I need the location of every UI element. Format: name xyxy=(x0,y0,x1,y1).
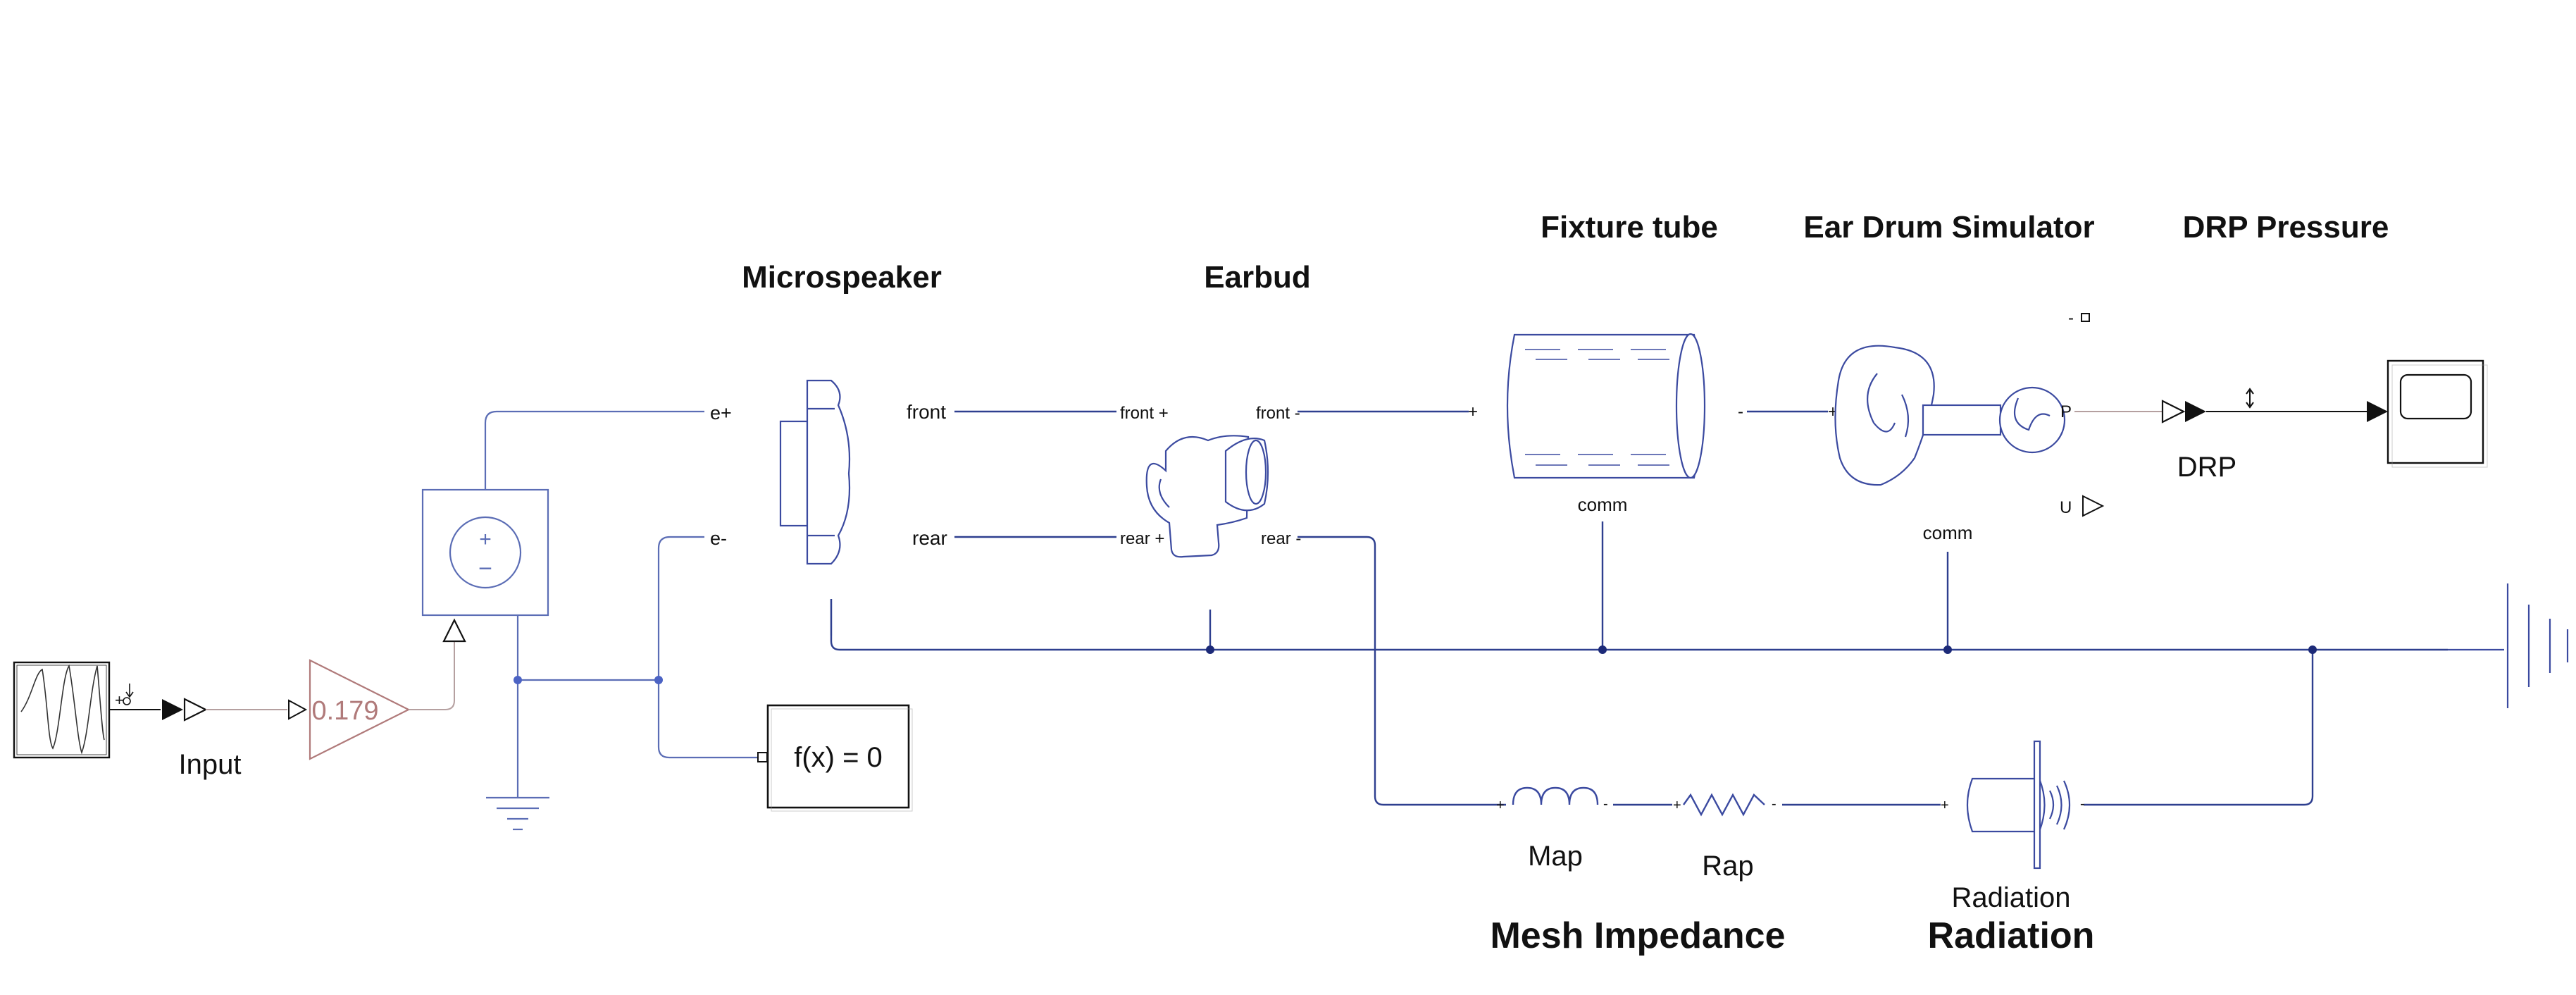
rap-minus-port: - xyxy=(1772,796,1777,812)
radiation-label: Radiation xyxy=(1951,882,2070,913)
scope-block[interactable] xyxy=(2387,359,2488,468)
fixture-tube-block[interactable] xyxy=(1506,333,1706,479)
tube-comm-port: comm xyxy=(1578,494,1628,515)
ps-simulink-converter-icon[interactable] xyxy=(162,698,208,722)
ear-drum-simulator-block[interactable] xyxy=(1834,345,2066,486)
svg-text:+: + xyxy=(115,691,124,709)
title-radiation: Radiation xyxy=(1928,915,2095,956)
input-port-icon xyxy=(442,618,466,643)
radiation-block[interactable] xyxy=(1966,740,2071,870)
input-label: Input xyxy=(179,749,242,780)
signal-source-block[interactable] xyxy=(13,661,111,759)
ear-comm-port: comm xyxy=(1923,522,1973,543)
ear-u-outport-icon xyxy=(2082,495,2105,517)
port-e-minus: e- xyxy=(710,528,727,549)
earbud-block[interactable] xyxy=(1145,435,1269,558)
voltage-source-block[interactable]: + − xyxy=(421,488,549,617)
port-rear: rear xyxy=(912,527,947,549)
title-earbud: Earbud xyxy=(1204,260,1311,295)
title-microspeaker: Microspeaker xyxy=(742,260,942,295)
ps-simulink-converter-drp-icon[interactable] xyxy=(2161,400,2206,424)
title-mesh-impedance: Mesh Impedance xyxy=(1490,915,1785,956)
svg-text:+: + xyxy=(479,528,492,551)
acoustic-reference-icon xyxy=(2448,583,2569,708)
drp-label: DRP xyxy=(2177,452,2236,483)
gain-value: 0.179 xyxy=(311,696,378,726)
source-port-icon: + xyxy=(115,684,134,709)
title-fixture-tube: Fixture tube xyxy=(1541,210,1718,245)
mesh-minus-port: - xyxy=(1603,796,1608,812)
rad-minus-port: - xyxy=(2080,796,2085,812)
resistor-rap-block[interactable] xyxy=(1683,793,1765,817)
solver-label: f(x) = 0 xyxy=(794,742,883,773)
port-front-minus: front - xyxy=(1256,404,1300,423)
title-drp-pressure: DRP Pressure xyxy=(2183,210,2389,245)
rap-label: Rap xyxy=(1702,851,1753,882)
port-front: front xyxy=(907,401,946,423)
inductor-map-block[interactable] xyxy=(1512,786,1599,805)
port-rear-plus: rear + xyxy=(1120,529,1164,548)
ear-u-port: U xyxy=(2060,498,2072,517)
rad-plus-port: + xyxy=(1941,798,1949,813)
tube-plus-port: + xyxy=(1468,402,1478,421)
tube-minus-port: - xyxy=(1738,402,1743,421)
signal-arrow-icon xyxy=(2246,388,2254,409)
port-rear-minus: rear - xyxy=(1261,529,1301,548)
ear-p-port: P xyxy=(2060,402,2072,421)
svg-text:−: − xyxy=(478,555,492,582)
electrical-ground-icon xyxy=(486,796,549,831)
port-e-plus: e+ xyxy=(710,402,732,424)
mesh-plus-port: + xyxy=(1496,798,1505,813)
rap-plus-port: + xyxy=(1673,798,1681,813)
title-ear-drum-simulator: Ear Drum Simulator xyxy=(1803,210,2094,245)
map-label: Map xyxy=(1528,841,1583,872)
ear-minus-port: - xyxy=(2068,309,2074,328)
gain-block[interactable]: 0.179 xyxy=(288,659,411,760)
microspeaker-block[interactable] xyxy=(779,379,851,565)
solver-configuration-block[interactable]: f(x) = 0 xyxy=(757,704,913,812)
port-front-plus: front + xyxy=(1120,404,1169,423)
